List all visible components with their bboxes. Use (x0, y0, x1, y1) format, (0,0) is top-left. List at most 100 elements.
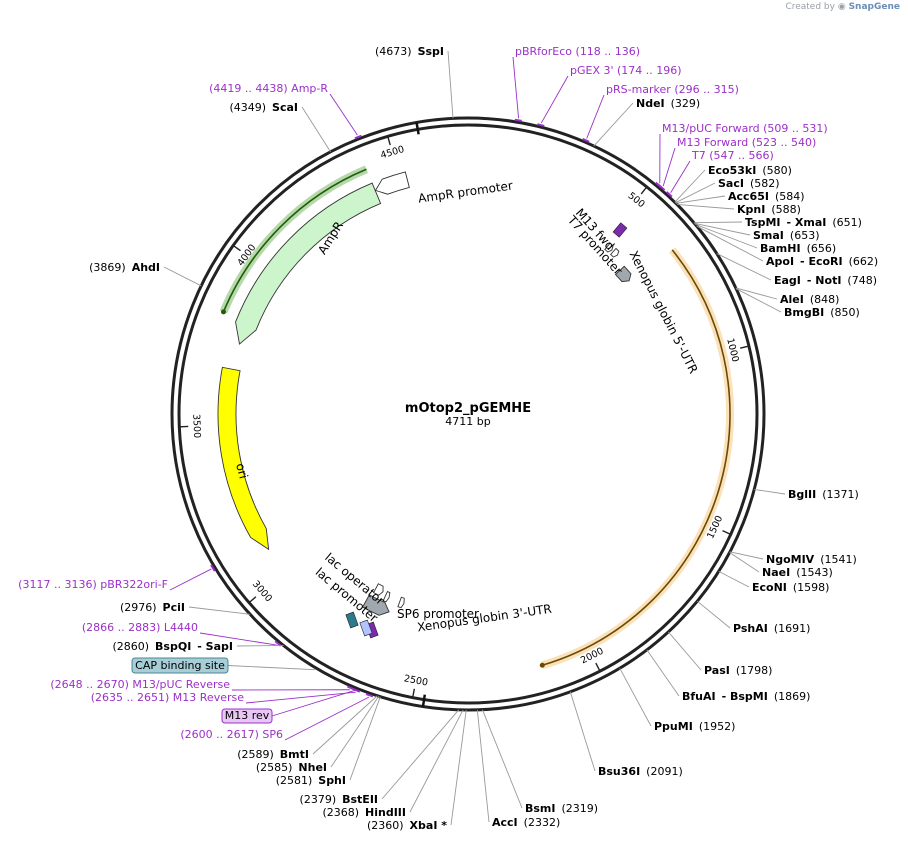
primer-pbrforeco[interactable]: pBRforEco (118 .. 136) (512, 45, 640, 122)
cds-arrow-head (220, 309, 226, 315)
site-nhei[interactable]: (2585)NheI (256, 695, 380, 774)
tick-mark (740, 345, 749, 349)
enzyme-name: BamHI (760, 242, 801, 255)
primer-m13-puc-reverse[interactable]: (2648 .. 2670) M13/pUC Reverse (50, 678, 355, 691)
xenopus-globin-3-utr-feature[interactable] (362, 594, 390, 616)
site-position: (1598) (793, 581, 830, 594)
primer-pbr322ori-f[interactable]: (3117 .. 3136) pBR322ori-F (18, 564, 216, 591)
site-apoi[interactable]: ApoI- EcoRI(662) (696, 225, 879, 268)
site-bsu36i[interactable]: Bsu36I(2091) (569, 691, 683, 778)
enzyme-name: Acc65I (728, 190, 769, 203)
primer-prs-marker[interactable]: pRS-marker (296 .. 315) (582, 83, 739, 143)
ori-feature[interactable] (217, 366, 270, 551)
site-pcii[interactable]: (2976)PciI (120, 601, 251, 615)
site-label-text: BmgBI(850) (784, 306, 860, 319)
site-label-text: PshAI(1691) (733, 622, 810, 635)
site-label-text: (2379)BstEII (300, 793, 378, 806)
lac-operator-feature[interactable] (382, 590, 391, 603)
site-connector (619, 667, 652, 727)
primer-bind-mark (346, 685, 355, 691)
m13-rev-text: M13 rev (225, 709, 270, 722)
site-position: (2379) (300, 793, 337, 806)
site-bmgbi[interactable]: BmgBI(850) (735, 288, 860, 319)
site-ngomiv[interactable]: NgoMIV(1541) (729, 551, 857, 566)
enzyme-name: BsmI (525, 802, 556, 815)
center-title: mOtop2_pGEMHE 4711 bp (405, 401, 531, 428)
site-position: (2332) (524, 816, 561, 829)
site-label-text: (2589)BmtI (237, 748, 309, 761)
site-eagi[interactable]: EagI- NotI(748) (716, 253, 877, 287)
site-scai[interactable]: (4349)ScaI (229, 101, 331, 153)
site-acci[interactable]: AccI(2332) (476, 709, 561, 829)
site-sphi[interactable]: (2581)SphI (276, 696, 381, 787)
site-label-text: EcoNI(1598) (752, 581, 829, 594)
site-naei[interactable]: NaeI(1543) (729, 552, 833, 579)
primer-m13-reverse[interactable]: (2635 .. 2651) M13 Reverse (91, 688, 361, 704)
m13-rev-box (221, 708, 273, 724)
primer-label: (2866 .. 2883) L4440 (82, 621, 198, 634)
site-bsmi[interactable]: BsmI(2319) (481, 709, 598, 815)
site-saci[interactable]: SacI(582) (675, 177, 780, 204)
site-ndei[interactable]: NdeI(329) (593, 97, 700, 147)
primer-label: (2648 .. 2670) M13/pUC Reverse (50, 678, 230, 691)
site-bspqi[interactable]: (2860)BspQI- SapI (112, 640, 284, 653)
site-alei[interactable]: AleI(848) (735, 287, 840, 306)
sp6-promoter-feature[interactable] (397, 596, 405, 609)
snapgene-brand: SnapGene (848, 2, 900, 12)
site-pasi[interactable]: PasI(1798) (668, 631, 772, 677)
site-kpni[interactable]: KpnI(588) (677, 203, 801, 216)
t7-promoter-feature[interactable] (610, 247, 620, 258)
site-sspi[interactable]: (4673) SspI (375, 45, 454, 119)
site-bamhi[interactable]: BamHI(656) (695, 223, 836, 255)
site-ahdi[interactable]: (3869)AhdI (89, 261, 202, 287)
site-position: (2860) (112, 640, 149, 653)
primer-label: (2635 .. 2651) M13 Reverse (91, 691, 244, 704)
site-connector (716, 253, 772, 281)
ampr-promoter-feature[interactable] (374, 171, 410, 195)
site-label-text: ApoI- EcoRI(662) (766, 255, 878, 268)
cap-binding-site[interactable]: CAP binding site (131, 657, 315, 674)
backbone-outer-circle (170, 116, 766, 712)
enzyme-name: HindIII (365, 806, 406, 819)
site-connector (675, 182, 716, 204)
site-position: (4673) (375, 45, 412, 58)
site-hindiii[interactable]: (2368)HindIII (322, 709, 464, 819)
enzyme-name: NgoMIV (766, 553, 815, 566)
site-bsteii[interactable]: (2379)BstEII (300, 709, 460, 806)
primer-connector (540, 75, 569, 124)
site-connector (381, 709, 460, 800)
credit-line: Created by ◉ SnapGene (785, 2, 900, 12)
m13-rev[interactable]: M13 rev (221, 689, 356, 724)
site-bglii[interactable]: BglII(1371) (754, 488, 859, 501)
site-connector (481, 709, 523, 809)
site-bfuai[interactable]: BfuAI- BspMI(1869) (646, 649, 811, 703)
xenopus-globin-5-utr-feature[interactable] (614, 265, 632, 283)
primer-l4440[interactable]: (2866 .. 2883) L4440 (82, 621, 282, 647)
site-pshai[interactable]: PshAI(1691) (697, 600, 810, 635)
site-smai[interactable]: SmaI(653) (694, 222, 820, 242)
site-bmti[interactable]: (2589)BmtI (237, 695, 378, 761)
enzyme-name: SspI (418, 45, 444, 58)
primer-t7[interactable]: T7 (547 .. 566) (665, 149, 774, 198)
primer-amp-r[interactable]: (4419 .. 4438) Amp-R (209, 82, 362, 140)
cds-arcs-layer (219, 165, 734, 670)
ampr-feature[interactable] (235, 182, 382, 345)
lac-promoter-feature[interactable] (373, 583, 384, 596)
primer-label: (3117 .. 3136) pBR322ori-F (18, 578, 168, 591)
enzyme-name: SacI (718, 177, 744, 190)
site-eco53ki[interactable]: Eco53kI(580) (674, 164, 792, 203)
primer-m13-forward[interactable]: M13 Forward (523 .. 540) (658, 136, 816, 191)
primer-pgex-3[interactable]: pGEX 3' (174 .. 196) (537, 64, 682, 127)
element-marker (612, 222, 628, 238)
site-tspmi[interactable]: TspMI- XmaI(651) (693, 216, 862, 229)
site-xbai[interactable]: (2360)XbaI * (367, 709, 467, 832)
m13-fwd-feature[interactable] (604, 242, 614, 253)
site-ppumi[interactable]: PpuMI(1952) (619, 667, 736, 733)
primer-bind-mark (365, 693, 374, 698)
site-connector (718, 570, 750, 588)
primer-sp6[interactable]: (2600 .. 2617) SP6 (180, 693, 374, 741)
site-econi[interactable]: EcoNI(1598) (718, 570, 830, 594)
site-connector (674, 169, 706, 203)
site-acc65i[interactable]: Acc65I(584) (675, 190, 805, 204)
primer-connector (169, 568, 212, 591)
